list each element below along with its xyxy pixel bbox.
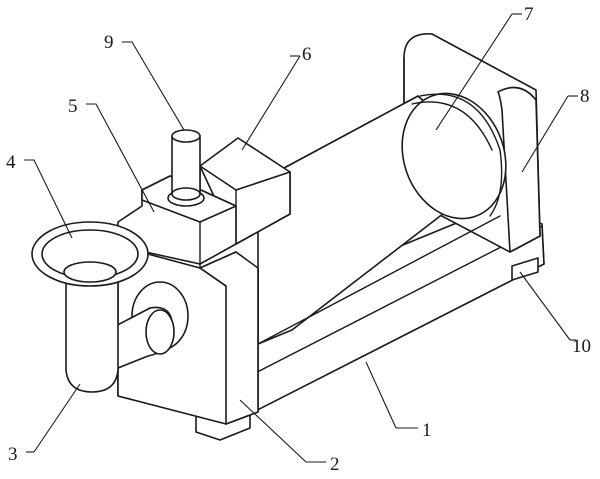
callout-3: 3 <box>8 444 18 465</box>
callout-4: 4 <box>6 152 16 173</box>
callout-8: 8 <box>580 86 590 107</box>
callout-10: 10 <box>572 336 591 357</box>
callout-9: 9 <box>104 32 114 53</box>
callout-7: 7 <box>524 4 534 25</box>
callout-5: 5 <box>68 96 78 117</box>
leader-lines <box>24 13 578 463</box>
callout-6: 6 <box>302 44 312 65</box>
drive-cylinder <box>257 92 507 345</box>
funnel-inlet <box>31 221 149 287</box>
outlet-pipe <box>65 275 175 393</box>
callout-2: 2 <box>330 454 340 475</box>
vertical-shaft <box>167 129 205 207</box>
callout-1: 1 <box>422 420 432 441</box>
